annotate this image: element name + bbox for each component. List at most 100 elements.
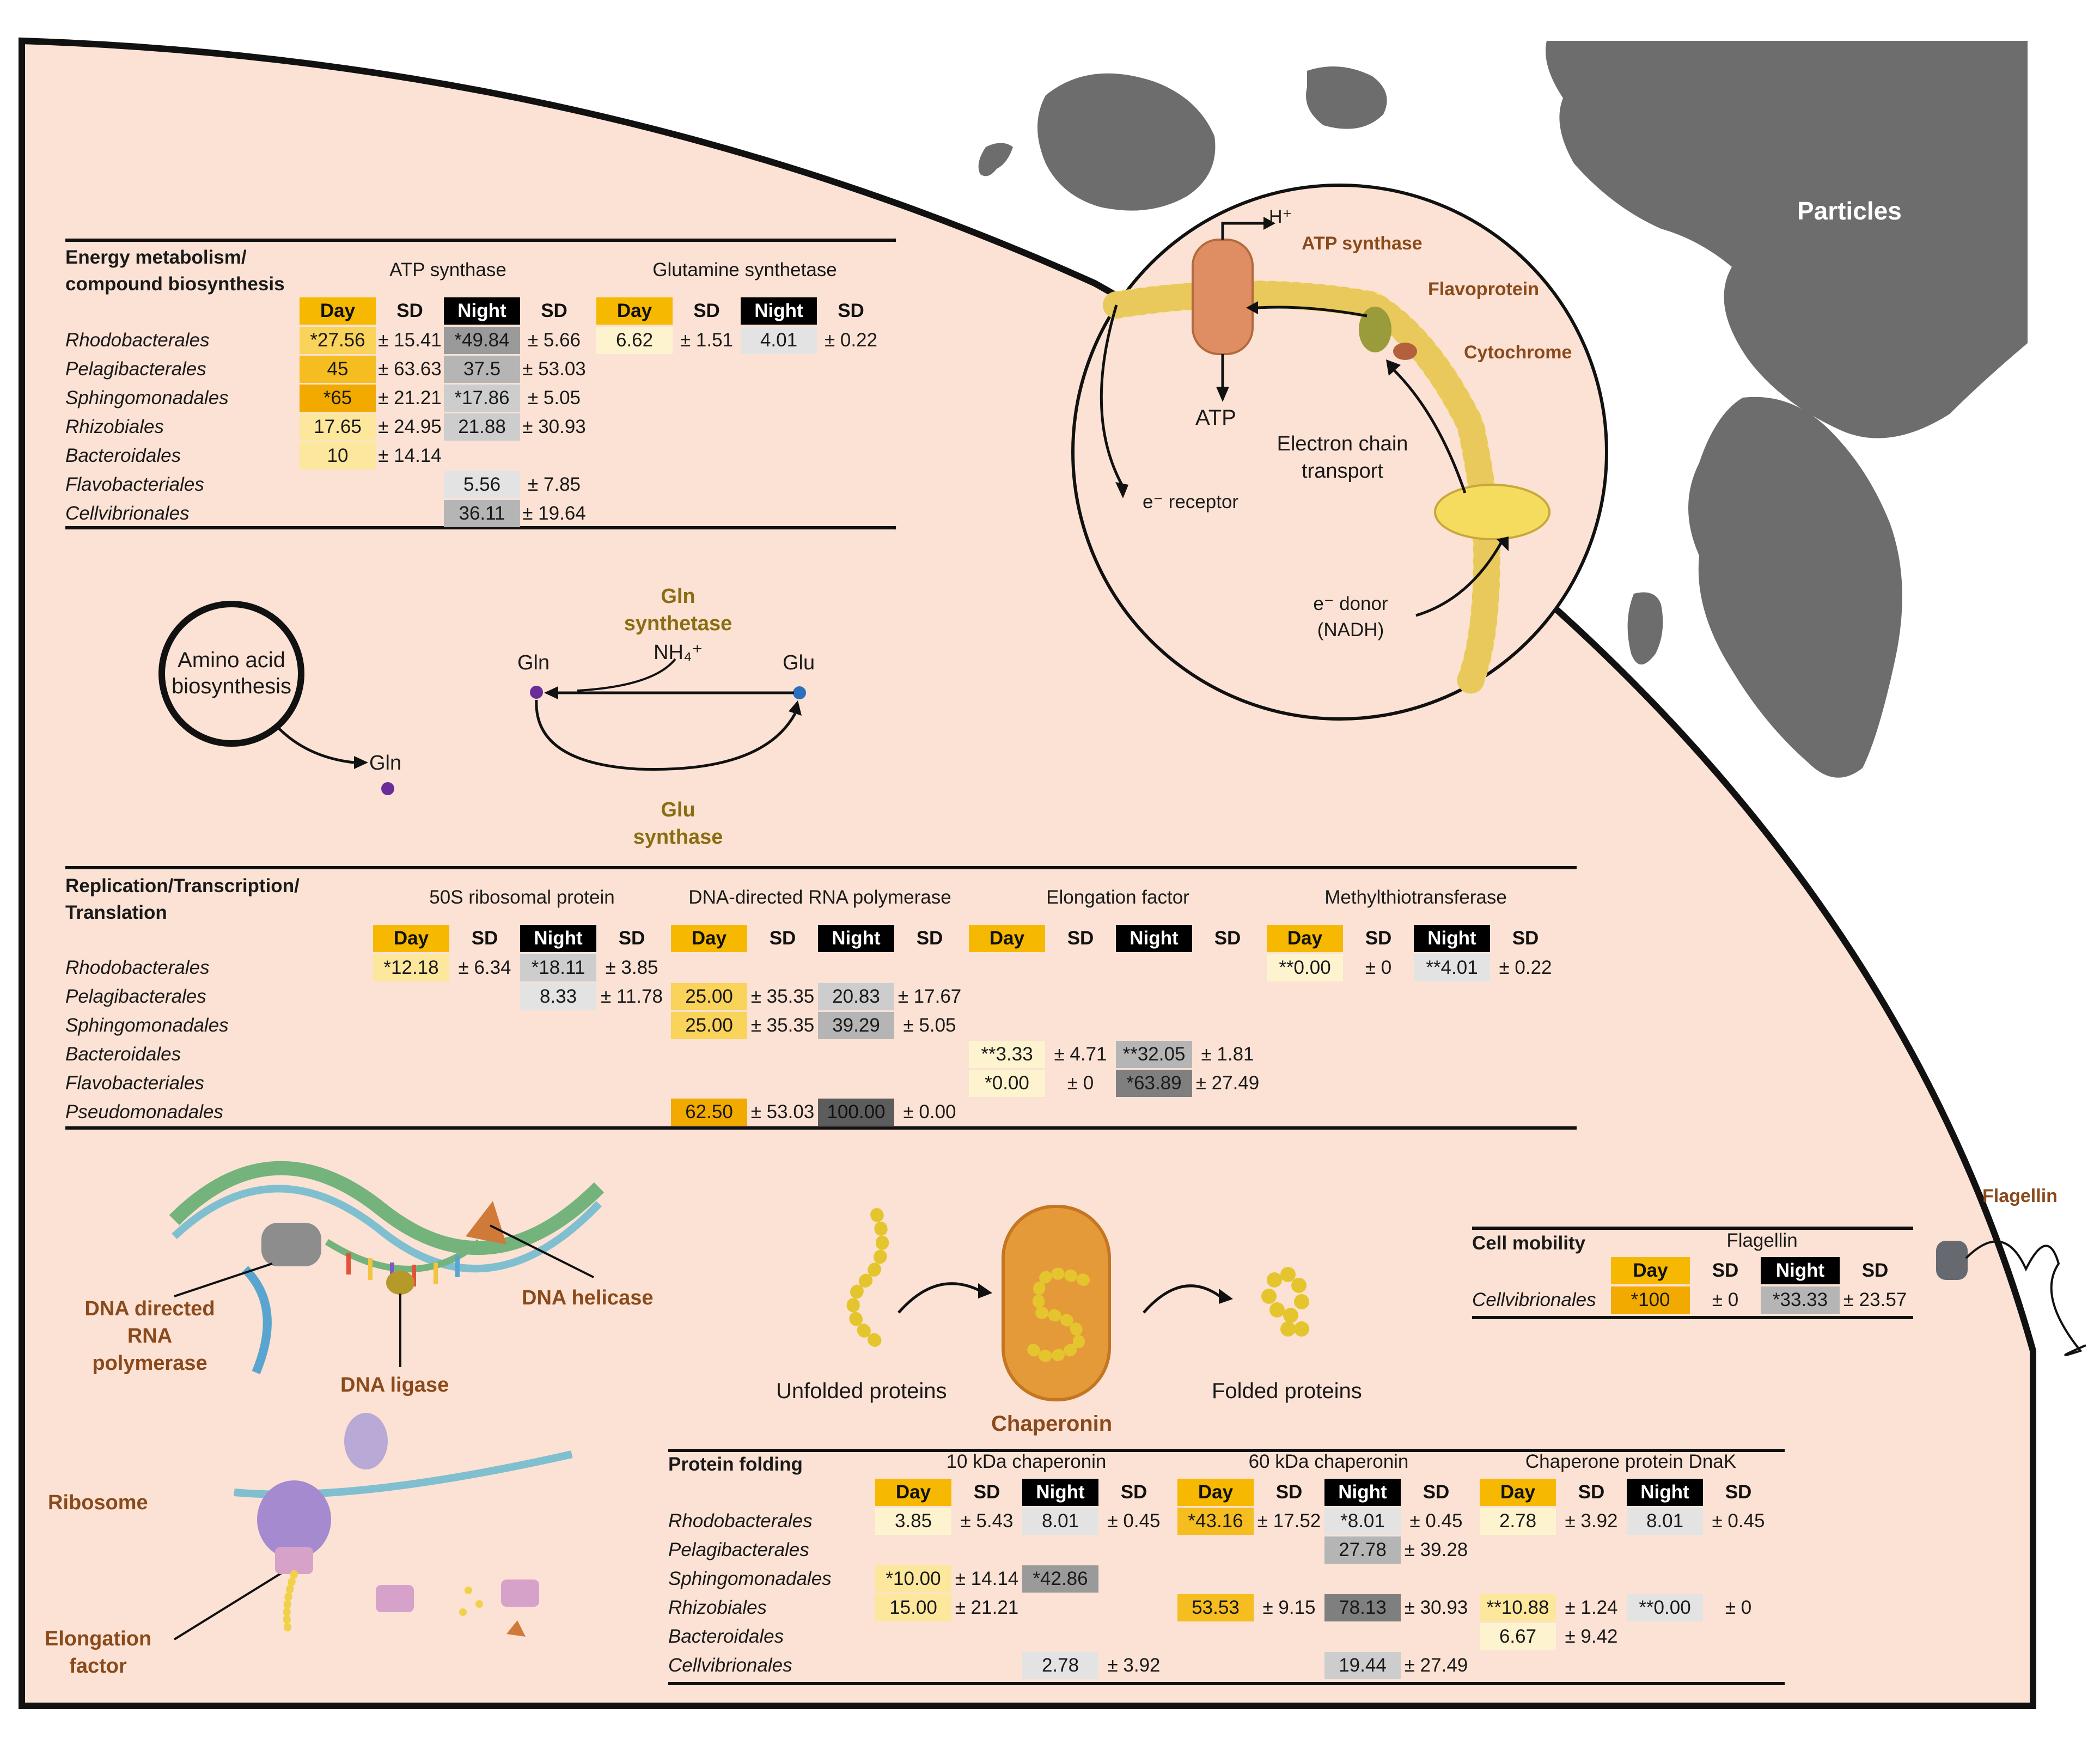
flavoprotein-shape [1359,307,1391,352]
table-bottom-rule [668,1682,1785,1685]
table-section-title: Replication/Transcription/Translation [65,873,300,926]
table-section-title: Cell mobility [1472,1230,1585,1257]
table-top-rule [65,239,896,242]
atp-synthase-shape [1192,239,1254,355]
night-value-cell: 37.5 [444,356,520,383]
column-header-sd: SD [1512,928,1539,949]
day-value-cell [596,442,673,469]
sd-value-cell [1556,1565,1627,1593]
sd-value-cell [673,500,741,527]
sd-value-cell: ± 27.49 [1404,1655,1468,1676]
sd-value-cell: ± 0.45 [1409,1510,1463,1532]
row-taxon-label: Bacteroidales [668,1626,784,1647]
row-taxon-label: Rhodobacterales [668,1510,813,1532]
night-value-cell: *8.01 [1324,1508,1401,1535]
column-header-night: Night [741,297,817,325]
column-header-night: Night [1324,1479,1401,1506]
day-value-cell [969,1012,1045,1039]
sd-value-cell: ± 27.49 [1195,1072,1260,1094]
night-value-cell [741,500,817,527]
sd-value-cell [673,385,741,412]
day-value-cell [1177,1565,1254,1593]
day-value-cell: *27.56 [300,327,376,354]
sd-value-cell [1192,1012,1263,1039]
sd-value-cell: ± 30.93 [522,416,586,437]
atp-label: ATP [1195,406,1236,430]
column-header-sd: SD [1423,1481,1450,1503]
day-value-cell: 25.00 [671,1012,747,1039]
sd-value-cell: ± 14.14 [955,1568,1019,1589]
column-header-sd: SD [1214,928,1241,949]
night-value-cell [1022,1623,1098,1650]
day-value-cell: 25.00 [671,983,747,1010]
row-taxon-label: Flavobacteriales [65,474,204,495]
sd-value-cell [1343,1012,1414,1039]
sd-value-cell [449,1099,520,1126]
sd-value-cell [1192,1099,1263,1126]
group-header: 50S ribosomal protein [429,887,615,908]
row-taxon-label: Rhodobacterales [65,957,210,978]
nh4-label: NH₄⁺ [654,641,703,664]
column-header-night: Night [1116,925,1192,952]
column-header-sd: SD [471,928,498,949]
column-header-day: Day [300,297,376,325]
sd-value-cell: ± 11.78 [601,986,663,1007]
group-header: Glutamine synthetase [652,259,837,280]
day-value-cell: *100 [1611,1286,1690,1314]
night-value-cell [1414,1070,1490,1097]
sd-value-cell [673,442,741,469]
day-value-cell [1177,1623,1254,1650]
night-value-cell: **0.00 [1627,1594,1703,1621]
sd-value-cell [449,1041,520,1068]
sd-value-cell [1192,983,1263,1010]
sd-value-cell [817,413,885,441]
sd-value-cell: ± 0.45 [1107,1510,1161,1532]
nadh-complex-shape [1434,484,1550,540]
sd-value-cell [1343,1070,1414,1097]
group-header: Methylthiotransferase [1324,887,1507,908]
sd-value-cell: ± 53.03 [750,1101,815,1123]
column-header-day: Day [1480,1479,1556,1506]
night-value-cell: 4.01 [741,327,817,354]
group-header: 10 kDa chaperonin [946,1451,1107,1472]
row-taxon-label: Rhodobacterales [65,330,210,351]
sd-value-cell [1343,1099,1414,1126]
sd-value-cell [1401,1623,1472,1650]
sd-value-cell [817,442,885,469]
night-value-cell: 36.11 [444,500,520,527]
sd-value-cell: ± 1.81 [1201,1044,1254,1065]
night-value-cell [1627,1623,1703,1650]
flagellin-illustration [1936,1240,2086,1356]
sd-value-cell [1490,1012,1561,1039]
sd-value-cell: ± 24.95 [378,416,442,437]
night-value-cell: **4.01 [1414,954,1490,981]
dna-helicase-shape [466,1201,506,1245]
day-value-cell [1267,1012,1343,1039]
row-taxon-label: Flavobacteriales [65,1072,204,1094]
night-value-cell [1414,1099,1490,1126]
sd-value-cell: ± 6.34 [458,957,511,978]
day-value-cell [596,356,673,383]
day-value-cell [1267,983,1343,1010]
sd-value-cell: ± 23.57 [1843,1289,1907,1310]
night-value-cell: 8.01 [1627,1508,1703,1535]
day-value-cell: 62.50 [671,1099,747,1126]
day-value-cell: **3.33 [969,1041,1045,1068]
sd-value-cell [596,1041,667,1068]
sd-value-cell [1556,1652,1627,1679]
sd-value-cell: ± 0 [1712,1289,1739,1310]
night-value-cell [444,442,520,469]
day-value-cell [671,954,747,981]
row-taxon-label: Sphingomonadales [65,387,229,408]
column-header-sd: SD [1067,928,1094,949]
sd-value-cell [1254,1652,1324,1679]
unfolded-proteins-label: Unfolded proteins [776,1379,947,1403]
replication-table: Replication/Transcription/Translation 50S… [65,866,1577,1133]
sd-value-cell: ± 15.41 [378,330,442,351]
day-value-cell [671,1041,747,1068]
day-value-cell [1480,1536,1556,1564]
column-header-day: Day [373,925,449,952]
